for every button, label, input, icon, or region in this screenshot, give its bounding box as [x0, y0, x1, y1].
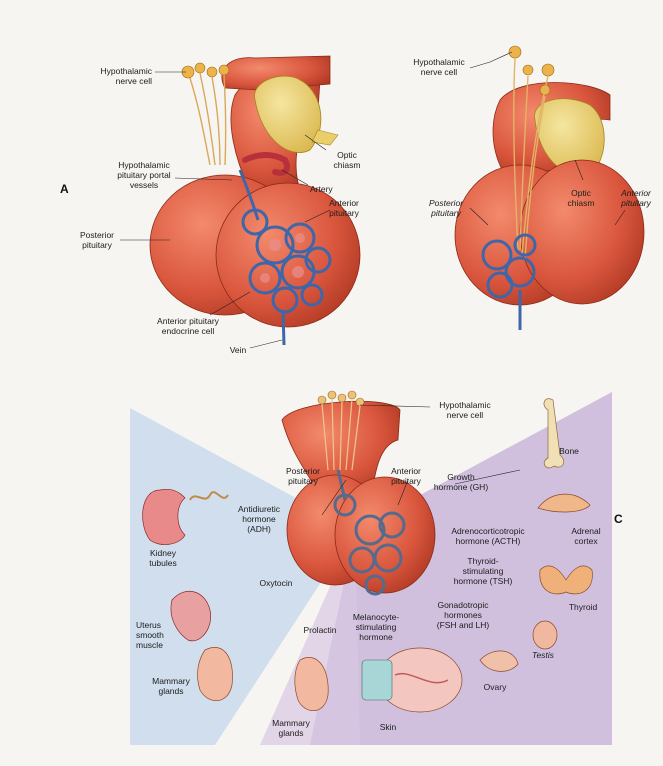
- a-label-endocrine-cell: Anterior pituitary endocrine cell: [140, 316, 236, 336]
- c-label-skin: Skin: [376, 722, 400, 732]
- c-label-gonadotropic: Gonadotropic hormones (FSH and LH): [428, 600, 498, 630]
- c-label-posterior-pituitary: Posterior pituitary: [278, 466, 328, 486]
- a-label-artery: Artery: [310, 184, 350, 194]
- c-label-hypothalamic-nerve-cell: Hypothalamic nerve cell: [430, 400, 500, 420]
- c-label-prolactin: Prolactin: [298, 625, 342, 635]
- c-label-msh: Melanocyte- stimulating hormone: [344, 612, 408, 642]
- c-testis-shape: [533, 621, 557, 649]
- panel-label-c: C: [614, 512, 623, 526]
- c-label-adh: Antidiuretic hormone (ADH): [230, 504, 288, 534]
- a-label-posterior-pituitary: Posterior pituitary: [72, 230, 122, 250]
- a-label-portal-vessels: Hypothalamic pituitary portal vessels: [108, 160, 180, 190]
- c-label-oxytocin: Oxytocin: [254, 578, 298, 588]
- a-label-anterior-pituitary: Anterior pituitary: [320, 198, 368, 218]
- c-label-thyroid: Thyroid: [566, 602, 600, 612]
- a-label-vein: Vein: [226, 345, 250, 355]
- c-label-mammary-glands-2: Mammary glands: [266, 718, 316, 738]
- c-label-tsh: Thyroid- stimulating hormone (TSH): [448, 556, 518, 586]
- b-label-optic-chiasm: Optic chiasm: [560, 188, 602, 208]
- b-label-posterior-pituitary: Posterior pituitary: [420, 198, 472, 218]
- c-label-anterior-pituitary: Anterior pituitary: [382, 466, 430, 486]
- c-label-kidney-tubules: Kidney tubules: [140, 548, 186, 568]
- a-label-hypothalamic-nerve-cell: Hypothalamic nerve cell: [90, 66, 152, 86]
- c-label-growth-hormone: Growth hormone (GH): [428, 472, 494, 492]
- b-label-anterior-pituitary: Anterior pituitary: [612, 188, 660, 208]
- c-mammary1-shape: [198, 647, 233, 700]
- b-anterior-lobe: [520, 160, 644, 304]
- panel-label-a: A: [60, 182, 69, 196]
- c-label-testis: Testis: [528, 650, 558, 660]
- c-label-mammary-glands-1: Mammary glands: [146, 676, 196, 696]
- a-label-optic-chiasm: Optic chiasm: [324, 150, 370, 170]
- c-label-ovary: Ovary: [478, 682, 512, 692]
- c-label-uterus: Uterus smooth muscle: [136, 620, 180, 650]
- c-label-bone: Bone: [554, 446, 584, 456]
- b-label-hypothalamic-nerve-cell: Hypothalamic nerve cell: [404, 57, 474, 77]
- c-label-adrenal-cortex: Adrenal cortex: [566, 526, 606, 546]
- c-label-acth: Adrenocorticotropic hormone (ACTH): [438, 526, 538, 546]
